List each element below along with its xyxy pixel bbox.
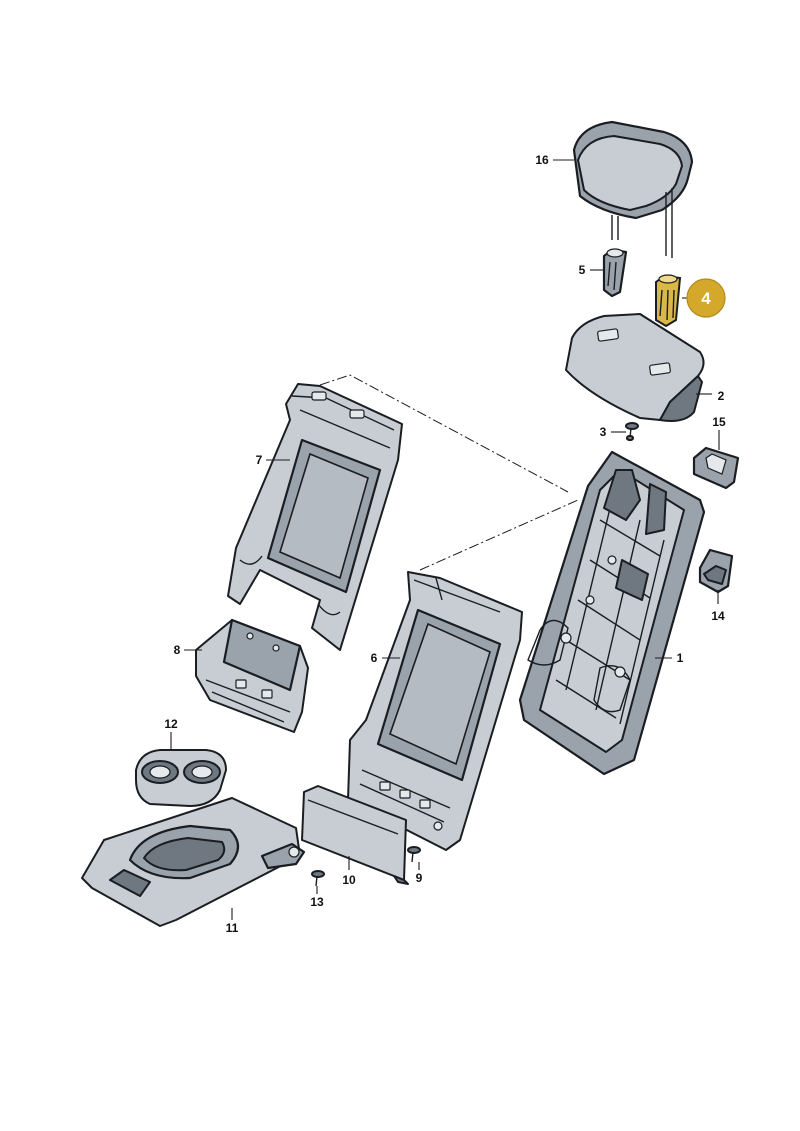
part-15-clip[interactable] (692, 446, 740, 490)
part-8-lower-trim[interactable] (195, 618, 309, 733)
callout-5: 5 (579, 263, 586, 277)
assembly-lines (319, 374, 579, 571)
part-12-cup-holder[interactable] (135, 749, 227, 807)
callout-14: 14 (711, 609, 725, 623)
callout-7: 7 (256, 453, 263, 467)
callout-9: 9 (416, 871, 423, 885)
callout-16: 16 (535, 153, 549, 167)
part-7-trim-panel[interactable] (227, 383, 403, 651)
part-2-headrest-cover[interactable] (565, 313, 705, 422)
callout-11: 11 (226, 921, 239, 935)
part-10-armrest-pad[interactable] (301, 785, 409, 885)
part-1-backrest-frame[interactable] (518, 450, 706, 776)
callout-3: 3 (600, 425, 607, 439)
part-11-armrest-base[interactable] (81, 797, 306, 927)
callout-15: 15 (712, 415, 726, 429)
part-9-screw[interactable] (407, 846, 421, 863)
part-4-guide-sleeve-highlighted[interactable] (655, 274, 682, 328)
part-16-headrest[interactable] (572, 120, 694, 258)
callout-1: 1 (677, 651, 684, 665)
part-3-screw[interactable] (625, 422, 639, 442)
callout-labels: 16 5 2 3 15 14 1 7 6 8 12 11 13 10 9 (164, 153, 726, 935)
callout-12: 12 (164, 717, 178, 731)
badge-circle (686, 278, 726, 318)
part-6-backrest-cover[interactable] (347, 571, 523, 851)
callout-10: 10 (342, 873, 356, 887)
callout-4-highlight-badge[interactable]: 4 (686, 278, 726, 318)
part-13-screw[interactable] (311, 870, 325, 887)
callout-4: 4 (701, 289, 711, 308)
callout-13: 13 (310, 895, 324, 909)
callout-2: 2 (718, 389, 725, 403)
callout-8: 8 (174, 643, 181, 657)
part-14-clip[interactable] (698, 548, 734, 594)
callout-6: 6 (371, 651, 378, 665)
part-5-guide-sleeve[interactable] (602, 248, 628, 298)
